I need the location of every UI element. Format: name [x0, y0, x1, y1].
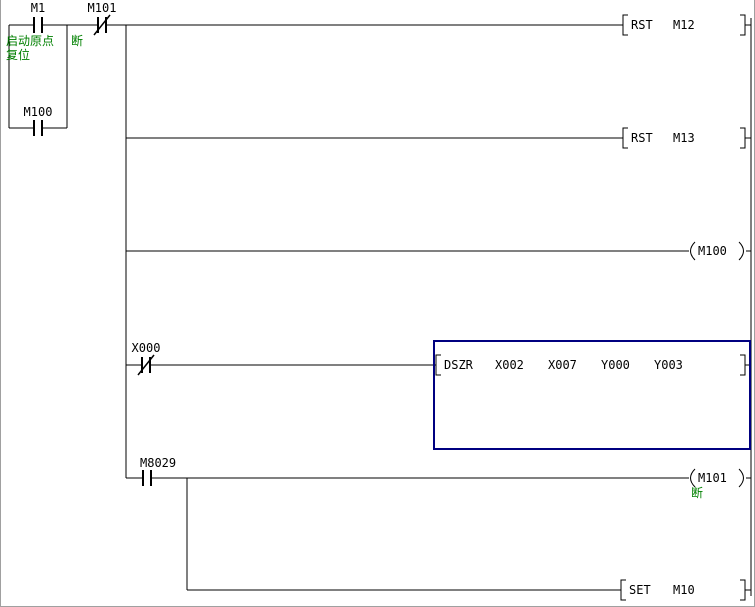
- contact-x000[interactable]: X000: [132, 341, 161, 376]
- nc-slash: [93, 14, 111, 36]
- contact-x000-label: X000: [132, 341, 161, 355]
- comment-m1-line2: 复位: [6, 47, 30, 62]
- bracket-right: [740, 354, 746, 376]
- contact-m8029-label: M8029: [140, 456, 176, 470]
- operand-1: X002: [495, 358, 524, 372]
- contact-m1-label: M1: [31, 1, 45, 15]
- ladder-wires: [8, 18, 752, 596]
- bracket-right: [740, 127, 746, 149]
- operand: M13: [673, 131, 695, 145]
- coil-paren-left: [690, 468, 696, 488]
- instruction-dszr[interactable]: DSZR X002 X007 Y000 Y003: [435, 354, 746, 376]
- contact-m100[interactable]: M100: [24, 105, 53, 136]
- contact-m8029[interactable]: M8029: [140, 456, 176, 486]
- opcode: SET: [629, 583, 651, 597]
- opcode: RST: [631, 18, 653, 32]
- operand: M12: [673, 18, 695, 32]
- bracket-right: [740, 579, 746, 601]
- opcode: RST: [631, 131, 653, 145]
- instruction-rst-m13[interactable]: RST M13: [622, 127, 746, 149]
- contact-m101-label: M101: [88, 1, 117, 15]
- coil-paren-right: [738, 468, 744, 488]
- contact-m101[interactable]: M101: [88, 1, 117, 36]
- instruction-set-m10[interactable]: SET M10: [620, 579, 746, 601]
- coil-paren-right: [738, 241, 744, 261]
- opcode: DSZR: [444, 358, 474, 372]
- coil-m100[interactable]: M100: [690, 241, 744, 261]
- coil-m101[interactable]: M101: [690, 468, 744, 488]
- nc-slash: [137, 354, 155, 376]
- comment-m1-line1: 启动原点: [6, 34, 54, 48]
- comment-m101-coil: 断: [691, 485, 703, 500]
- operand-2: X007: [548, 358, 577, 372]
- bracket-right: [740, 14, 746, 36]
- coil-m100-label: M100: [698, 244, 727, 258]
- instruction-rst-m12[interactable]: RST M12: [622, 14, 746, 36]
- bracket-left: [622, 127, 628, 149]
- contact-m1[interactable]: M1: [31, 1, 45, 33]
- comment-m1: 启动原点 复位: [6, 34, 54, 62]
- operand: M10: [673, 583, 695, 597]
- bracket-left: [435, 354, 441, 376]
- coil-m101-label: M101: [698, 471, 727, 485]
- operand-4: Y003: [654, 358, 683, 372]
- comment-m101: 断: [71, 33, 83, 48]
- coil-paren-left: [690, 241, 696, 261]
- bracket-left: [620, 579, 626, 601]
- selection-box: [433, 340, 751, 450]
- bracket-left: [622, 14, 628, 36]
- contact-m100-label: M100: [24, 105, 53, 119]
- operand-3: Y000: [601, 358, 630, 372]
